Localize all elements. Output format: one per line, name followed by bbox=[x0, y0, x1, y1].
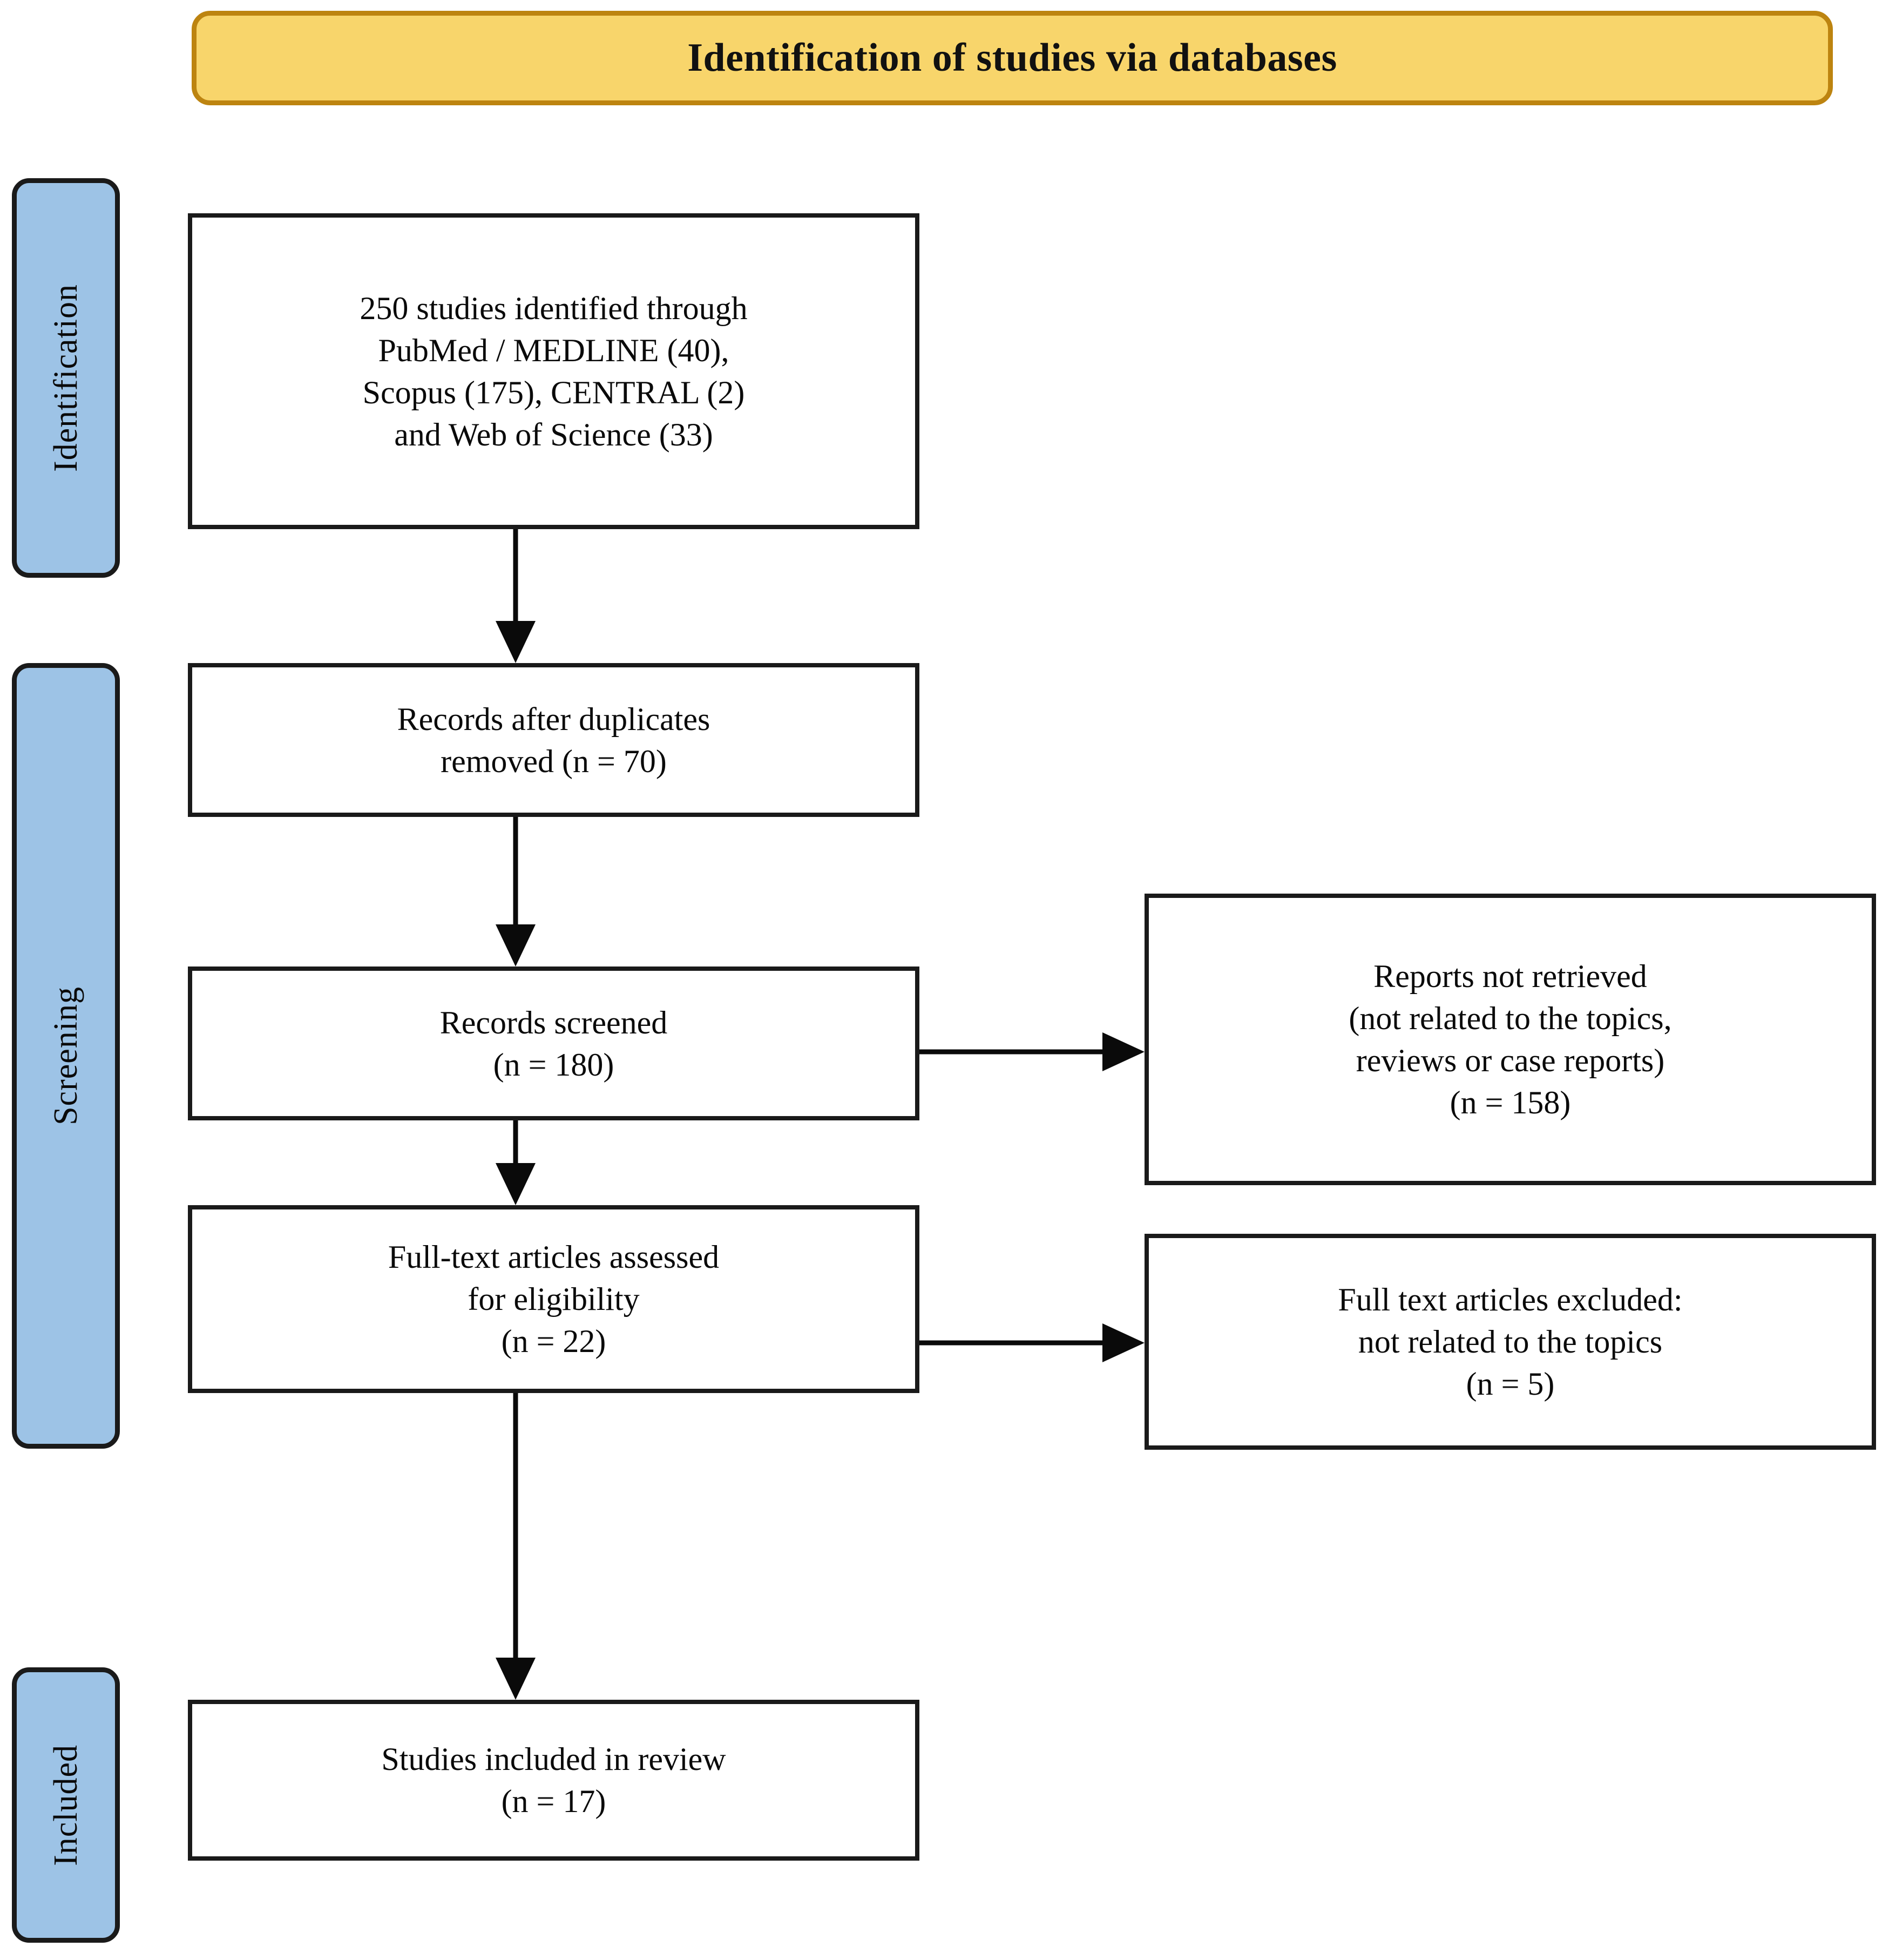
stage-label-identification-text: Identification bbox=[47, 284, 84, 472]
node-records-after-duplicates-removed-text: Records after duplicates removed (n = 70… bbox=[397, 701, 710, 779]
node-records-screened: Records screened (n = 180) bbox=[188, 967, 919, 1120]
node-fulltext-articles-excluded: Full text articles excluded: not related… bbox=[1145, 1234, 1876, 1450]
stage-label-identification: Identification bbox=[12, 178, 120, 578]
node-reports-not-retrieved-text: Reports not retrieved (not related to th… bbox=[1349, 958, 1672, 1120]
node-fulltext-articles-assessed: Full-text articles assessed for eligibil… bbox=[188, 1205, 919, 1393]
stage-label-included: Included bbox=[12, 1667, 120, 1943]
node-records-screened-text: Records screened (n = 180) bbox=[439, 1004, 668, 1083]
node-fulltext-articles-assessed-text: Full-text articles assessed for eligibil… bbox=[388, 1239, 720, 1359]
node-studies-included-in-review: Studies included in review (n = 17) bbox=[188, 1700, 919, 1861]
node-studies-included-in-review-text: Studies included in review (n = 17) bbox=[381, 1741, 726, 1819]
stage-label-screening: Screening bbox=[12, 663, 120, 1449]
node-reports-not-retrieved: Reports not retrieved (not related to th… bbox=[1145, 894, 1876, 1185]
node-studies-identified-text: 250 studies identified through PubMed / … bbox=[360, 290, 748, 452]
node-records-after-duplicates-removed: Records after duplicates removed (n = 70… bbox=[188, 663, 919, 817]
node-studies-identified: 250 studies identified through PubMed / … bbox=[188, 213, 919, 529]
stage-label-included-text: Included bbox=[47, 1744, 84, 1866]
diagram-header-banner: Identification of studies via databases bbox=[192, 11, 1833, 105]
banner-title: Identification of studies via databases bbox=[687, 35, 1337, 80]
node-fulltext-articles-excluded-text: Full text articles excluded: not related… bbox=[1338, 1282, 1683, 1402]
stage-label-screening-text: Screening bbox=[47, 986, 84, 1125]
